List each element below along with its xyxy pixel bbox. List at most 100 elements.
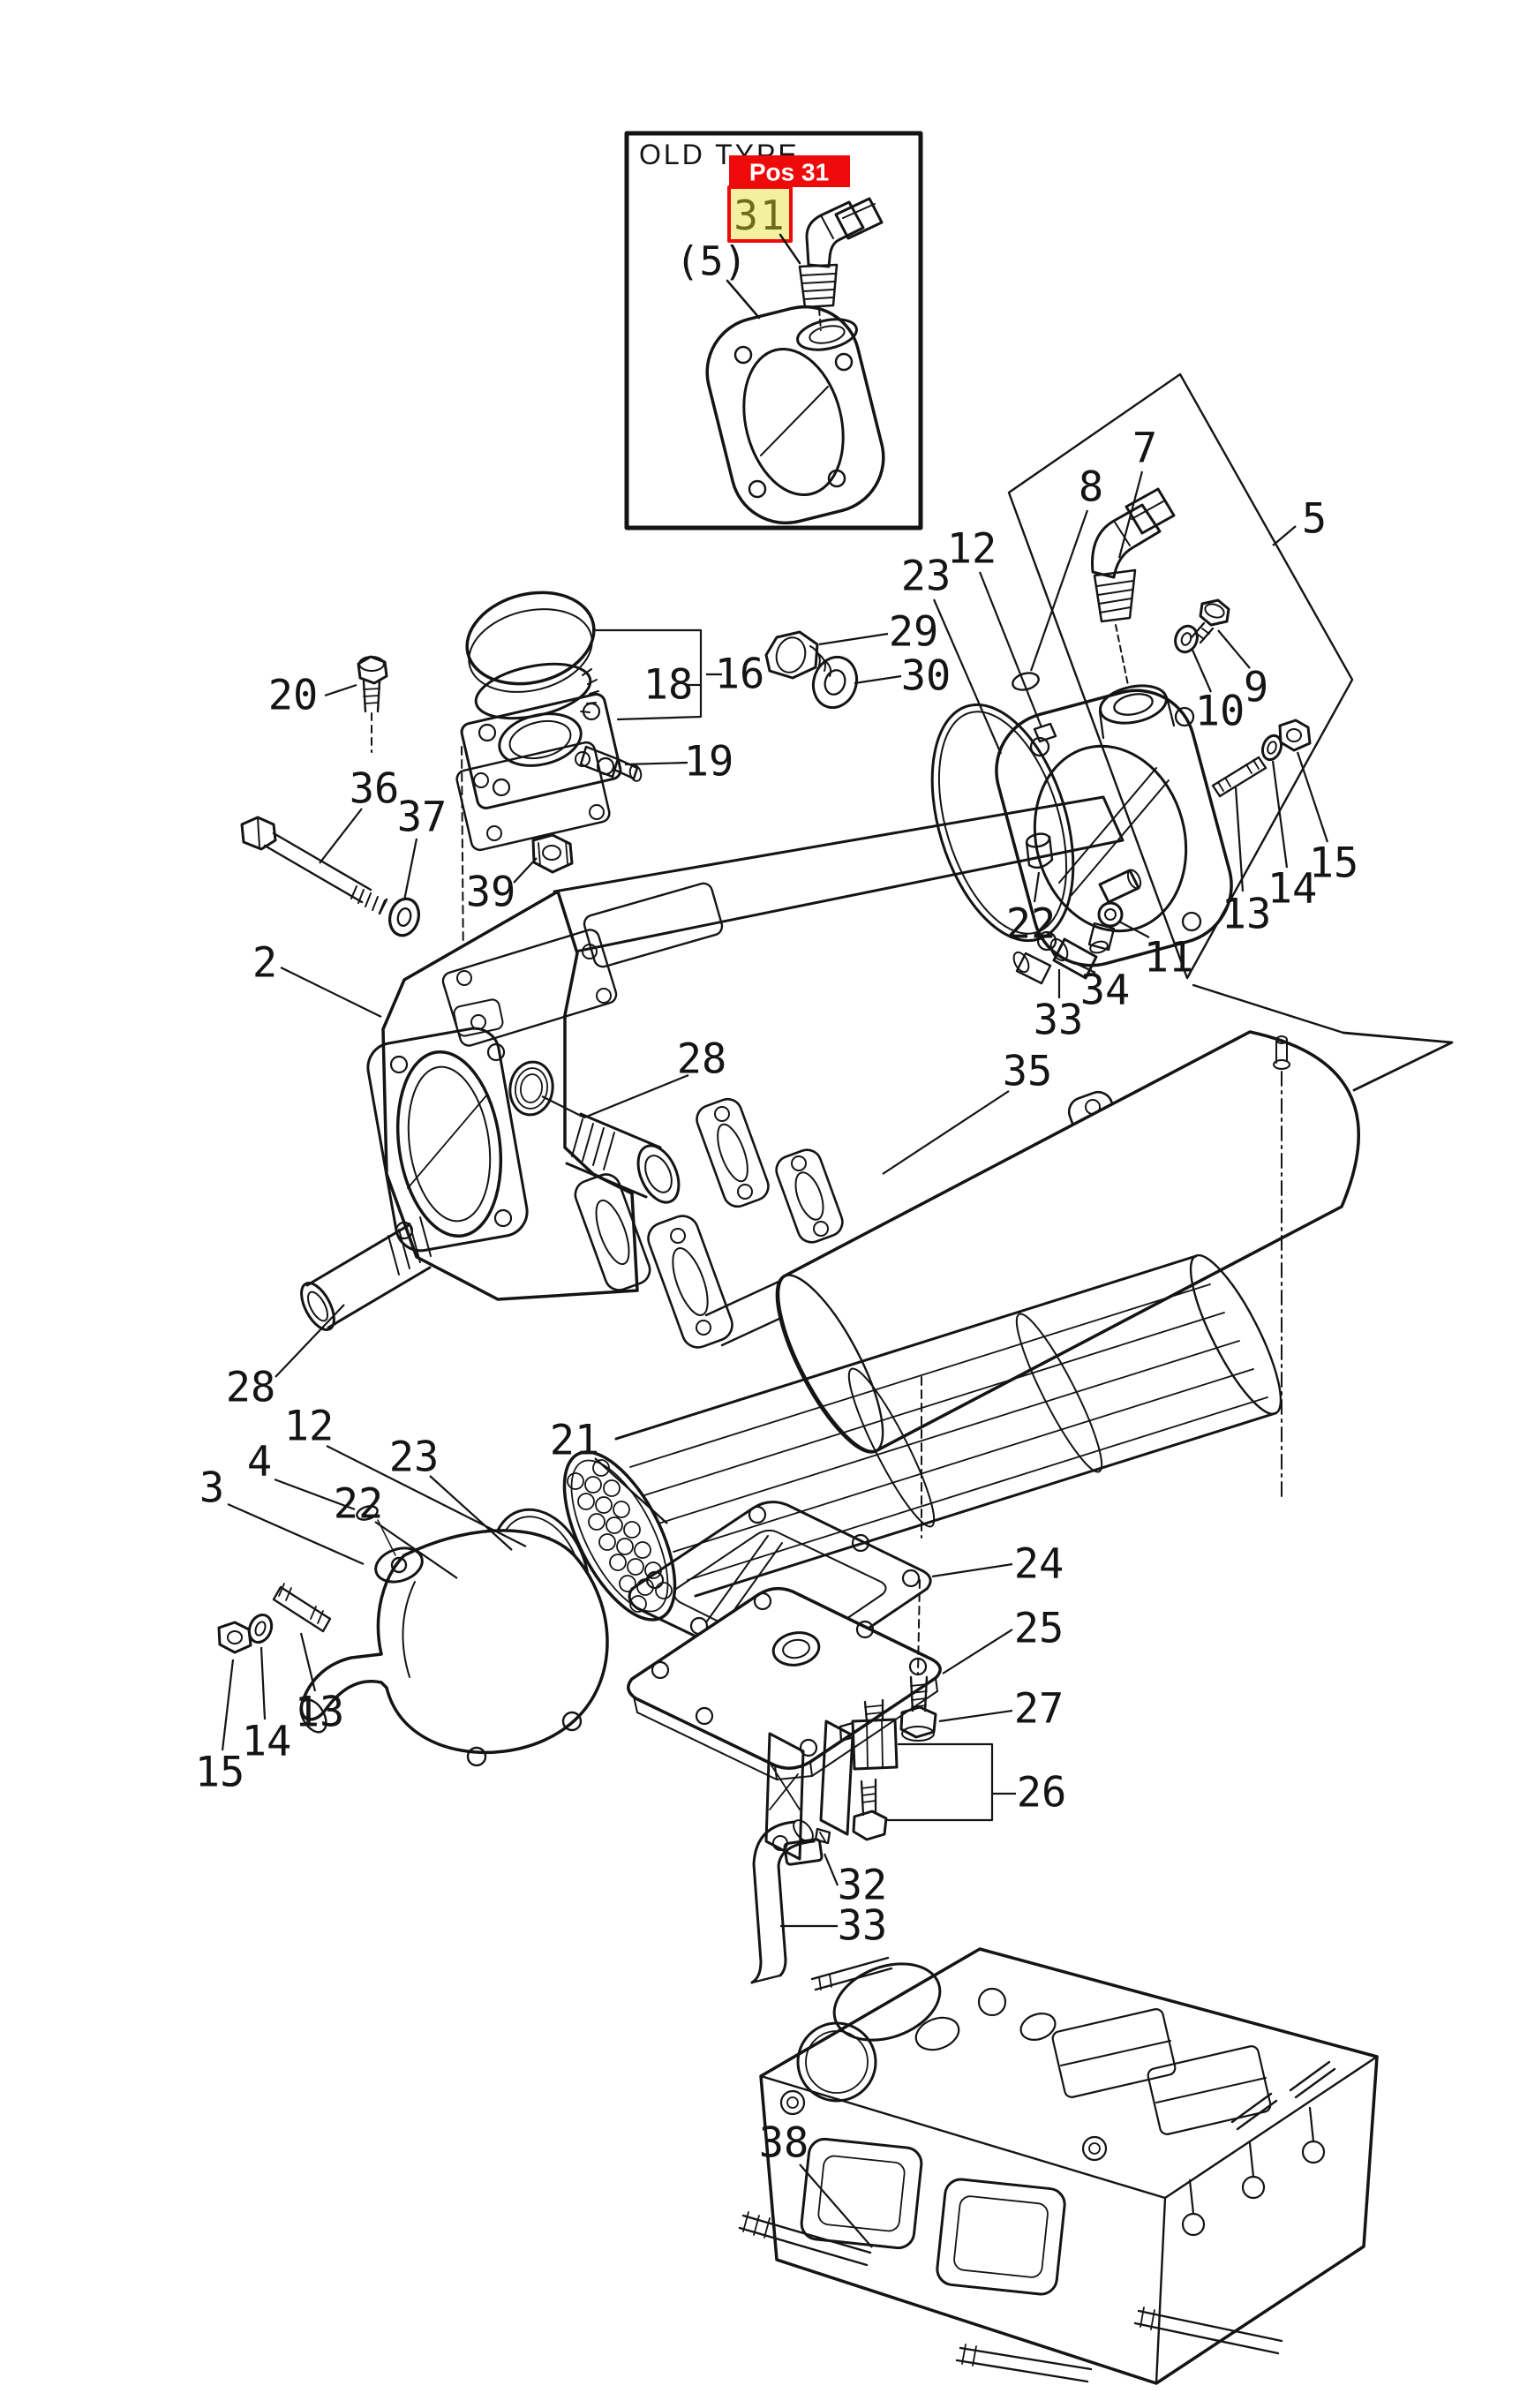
callout-26-33: 33 (1034, 997, 1084, 1045)
callout-42-38: 38 (759, 2119, 809, 2168)
callout-leader-5-23 (932, 598, 1003, 755)
callout-leader-19-2 (280, 967, 382, 1018)
valve-gear (1181, 2106, 1326, 2237)
hose-nipple-28-upper (565, 1112, 681, 1204)
water-flange (995, 689, 1233, 967)
callout-leader-15-36 (319, 808, 363, 864)
callout-10-9: 9 (1244, 664, 1268, 712)
callout-24-11: 11 (1144, 934, 1194, 982)
callout-22-35: 35 (1003, 1048, 1053, 1096)
callout-leader-31-4 (274, 1478, 356, 1511)
head-outline (759, 1947, 1379, 2385)
callout-7-8: 8 (1079, 463, 1103, 512)
left-fasteners (240, 816, 574, 937)
cylinder-head (738, 1947, 1379, 2385)
callout-12-13: 13 (1222, 891, 1272, 939)
callout-8-7: 7 (1132, 425, 1157, 473)
pin-12-upper (1033, 722, 1057, 743)
filler-cap-assembly (357, 591, 859, 972)
callout-leader-16-37 (402, 838, 418, 901)
callout-27-21: 21 (550, 1417, 600, 1465)
side-port (508, 1060, 554, 1117)
highlight-31-text: 31 (733, 192, 786, 239)
bracket-26 (886, 1742, 994, 1822)
callout-leader-20-28 (541, 1073, 689, 1119)
long-bolt-36 (240, 816, 388, 915)
bolt-20 (357, 655, 388, 753)
callout-leader-7-8 (1029, 509, 1089, 672)
callout-leader-21-28 (275, 1304, 345, 1378)
hose-33-lower (750, 1820, 796, 1984)
stud-13-upper (1211, 756, 1267, 798)
callout-19-2: 2 (252, 939, 277, 988)
callout-leader-34-14 (260, 1646, 267, 1720)
callout-leader-12-13 (1234, 786, 1245, 892)
inset-elbow-fitting (798, 197, 884, 331)
inset-ref-label: (5) (675, 238, 747, 285)
head-studs (738, 1956, 1336, 2383)
callout-leader-10-9 (1217, 629, 1251, 669)
gasket-24 (628, 1501, 932, 1678)
fitting-26 (839, 1698, 899, 1841)
callout-leader-3-29 (818, 632, 889, 646)
callout-leader-35-15 (221, 1659, 235, 1751)
callout-4-30: 30 (901, 652, 952, 701)
bottom-plate-group (627, 1376, 994, 1861)
callout-leader-0-20 (324, 683, 357, 697)
callout-leader-17-39 (513, 857, 538, 884)
hose-nipple-28-lower (300, 1216, 432, 1331)
pos-badge: Pos 31 (729, 155, 850, 187)
elbow-34 (1049, 937, 1098, 980)
callout-23-22: 22 (1006, 900, 1057, 949)
callout-leader-18-19 (624, 761, 688, 766)
clamp-32 (783, 1827, 831, 1866)
callout-leader-32-3 (227, 1502, 365, 1566)
callout-33-13: 13 (295, 1689, 345, 1737)
callout-leader-27-21 (594, 1457, 668, 1524)
front-opening (395, 1050, 503, 1238)
callout-leader-13-14 (1271, 760, 1289, 869)
shell-body (776, 1030, 1361, 1454)
callout-31-4: 4 (247, 1438, 272, 1486)
callout-32-3: 3 (199, 1464, 224, 1513)
washer-14-upper (1260, 734, 1283, 762)
callout-leader-40-32 (823, 1853, 839, 1886)
neck-plate-gasket (455, 741, 611, 852)
callout-0-20: 20 (268, 672, 319, 720)
callout-15-36: 36 (350, 765, 400, 814)
callout-6-12: 12 (947, 525, 997, 574)
plug-22-upper (1025, 832, 1054, 869)
callout-leader-36-24 (931, 1562, 1013, 1578)
callout-13-14: 14 (1267, 865, 1318, 914)
callout-16-37: 37 (397, 794, 448, 842)
callout-leader-42-38 (799, 2163, 873, 2248)
callout-20-28: 28 (677, 1035, 727, 1084)
filler-neck-plate (460, 693, 622, 809)
nut-15-upper (1278, 719, 1312, 752)
filler-cap (465, 591, 596, 686)
callout-leader-11-10 (1190, 647, 1213, 693)
drain-fittings (1012, 832, 1142, 985)
hose-clamp-group (750, 1819, 831, 1984)
end-cover-3 (299, 1529, 609, 1755)
callout-14-15: 15 (1309, 839, 1359, 888)
callout-leader-23-22 (1033, 871, 1041, 903)
direction-arrow (1342, 1031, 1454, 1092)
end-cover-group (217, 1505, 609, 1767)
front-flange-plate (366, 1027, 529, 1253)
callout-34-14: 14 (242, 1718, 292, 1766)
callout-leader-14-15 (1296, 751, 1329, 843)
deck-gasket (441, 929, 618, 1047)
callout-leader-37-25 (942, 1629, 1013, 1674)
callout-leader-6-12 (978, 571, 1043, 728)
nut-15-lower (217, 1621, 252, 1654)
callout-leader-33-13 (299, 1632, 317, 1692)
callout-40-32: 32 (838, 1862, 888, 1910)
callout-39-26: 26 (1017, 1769, 1067, 1817)
callout-41-33: 33 (838, 1902, 888, 1951)
callout-2-16: 16 (715, 651, 765, 699)
plug-and-washer (764, 630, 859, 710)
plug-seat-8 (1012, 672, 1040, 691)
